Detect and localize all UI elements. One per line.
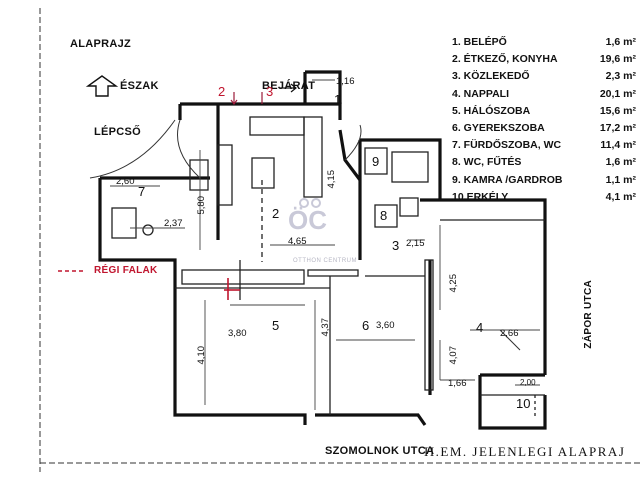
entry-mark-2: 2 (218, 84, 226, 99)
watermark-subtitle: OTTHON CENTRUM (293, 258, 357, 264)
dimension-label: 3,60 (376, 320, 395, 331)
dimension-label: 4,10 (196, 346, 207, 365)
plan-title: ALAPRAJZ (70, 38, 132, 50)
dimension-label: 4,65 (288, 236, 307, 247)
north-label: ÉSZAK (120, 80, 159, 92)
dimension-label: 4,15 (326, 170, 337, 189)
dimension-label: 3,80 (228, 328, 247, 339)
dimension-label: 2,37 (164, 218, 183, 229)
dimension-label: 1,16 (336, 76, 355, 87)
old-walls-label: RÉGI FALAK (94, 265, 158, 276)
room-number-2: 2 (272, 206, 280, 221)
door-swings (89, 119, 521, 351)
room-number-5: 5 (272, 318, 280, 333)
dimension-label: 2,15 (406, 238, 425, 249)
entry-mark-3: 3 (266, 84, 274, 99)
street-label-south: SZOMOLNOK UTCA (325, 445, 435, 457)
dimension-lines (110, 79, 540, 410)
room-number-10: 10 (516, 396, 531, 411)
room-number-9: 9 (372, 154, 380, 169)
dimension-label: 1,66 (448, 378, 467, 389)
room-number-4: 4 (476, 320, 484, 335)
dimension-label: 4,37 (320, 318, 331, 337)
dimension-label: 2,60 (116, 176, 135, 187)
interior-walls (111, 116, 545, 418)
dimension-label: 2,00 (520, 378, 536, 387)
old-walls-marker (58, 270, 240, 300)
dimension-label: 4,07 (448, 346, 459, 365)
watermark: ÖC (288, 205, 327, 235)
room-number-7: 7 (138, 184, 146, 199)
entrance-arrows (230, 83, 297, 105)
room-number-8: 8 (380, 208, 388, 223)
outer-walls (98, 70, 547, 430)
dimension-label: 5,80 (196, 196, 207, 215)
dimension-label: 2,66 (500, 328, 519, 339)
room-number-3: 3 (392, 238, 400, 253)
stairs-label: LÉPCSŐ (94, 126, 142, 138)
room-number-1: 1 (334, 92, 342, 107)
entrance-label: BEJÁRAT (262, 80, 316, 92)
street-label-east: ZÁPOR UTCA (583, 280, 594, 349)
watermark-logo-icon (299, 198, 321, 208)
footer-caption: II.EM. JELENLEGI ALAPRAJ (424, 444, 626, 459)
room-number-6: 6 (362, 318, 370, 333)
north-arrow-icon (85, 75, 119, 97)
dimension-label: 4,25 (448, 274, 459, 293)
